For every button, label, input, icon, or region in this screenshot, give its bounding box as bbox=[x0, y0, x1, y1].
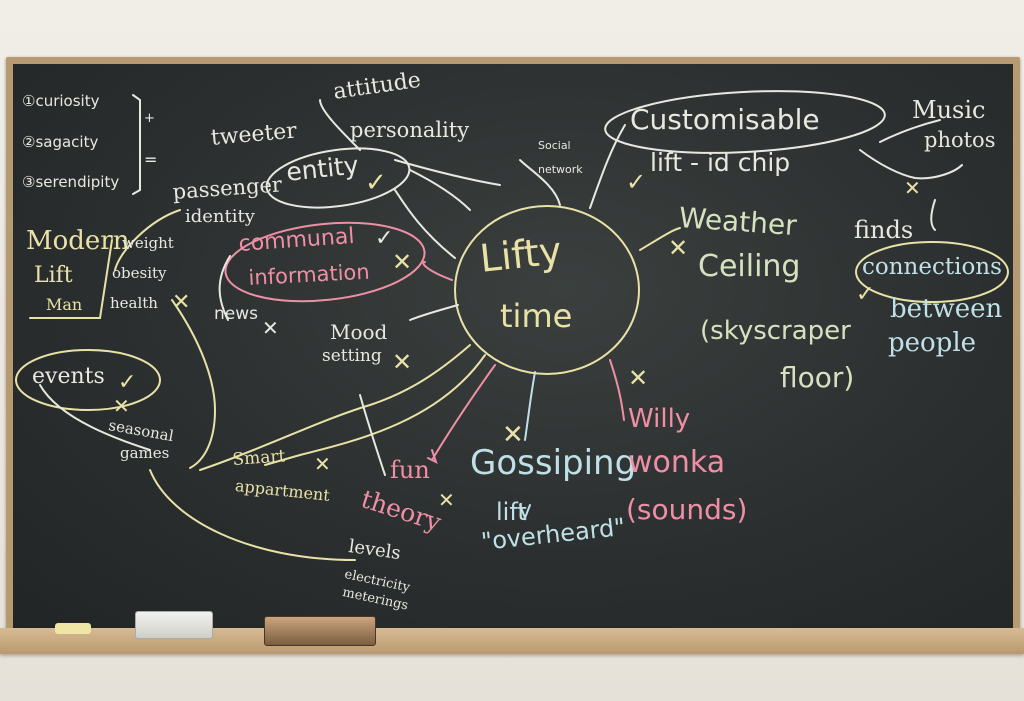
label-lift-id-chip: lift - id chip bbox=[650, 148, 791, 177]
list-item-sagacity: ②sagacity bbox=[22, 133, 99, 151]
list-plus: + bbox=[144, 111, 155, 126]
label-smart: Smart bbox=[231, 446, 286, 470]
label-obesity: obesity bbox=[112, 264, 167, 282]
cross-mark: ✕ bbox=[668, 234, 689, 262]
label-news: news bbox=[214, 304, 258, 324]
label-weight: weight bbox=[122, 234, 174, 252]
label-health: health bbox=[110, 294, 158, 312]
center-title-line2: time bbox=[500, 297, 573, 335]
label-skyscraper: (skyscraper bbox=[700, 316, 851, 346]
list-item-curiosity: ①curiosity bbox=[22, 92, 100, 110]
cross-mark: ✕ bbox=[113, 394, 130, 418]
label-events: events bbox=[32, 364, 105, 389]
label-network: network bbox=[538, 163, 583, 176]
label-gossip-lift: lift bbox=[496, 498, 527, 526]
list-item-serendipity: ③serendipity bbox=[22, 173, 120, 191]
label-personality: personality bbox=[350, 118, 470, 142]
check-mark: ✓ bbox=[118, 370, 137, 395]
chalk-stick[interactable] bbox=[55, 623, 91, 634]
label-people: people bbox=[888, 328, 977, 358]
chalkboard bbox=[13, 64, 1013, 630]
cross-mark: ✕ bbox=[502, 420, 524, 450]
list-equals: = bbox=[144, 150, 158, 169]
label-entity: entity bbox=[284, 150, 361, 187]
eraser-wood[interactable] bbox=[264, 616, 376, 646]
check-mark: ✓ bbox=[375, 226, 394, 251]
label-customisable: Customisable bbox=[630, 103, 820, 136]
label-photos: photos bbox=[924, 128, 996, 152]
center-title-line1: Lifty bbox=[477, 228, 564, 281]
label-wonka: wonka bbox=[628, 445, 726, 480]
cross-mark: ✕ bbox=[314, 452, 331, 476]
label-setting: setting bbox=[322, 346, 382, 366]
cross-mark: ✕ bbox=[904, 176, 921, 200]
center-circle bbox=[454, 205, 640, 375]
label-fun: fun bbox=[390, 456, 430, 484]
label-floor: floor) bbox=[780, 361, 855, 394]
label-modern: Modern bbox=[26, 226, 130, 256]
cross-mark: ✕ bbox=[438, 488, 455, 512]
check-mark: ✓ bbox=[626, 168, 647, 196]
label-games: games bbox=[120, 444, 170, 462]
label-between: between bbox=[890, 294, 1003, 324]
label-gossiping: Gossiping bbox=[470, 443, 637, 483]
label-sounds: (sounds) bbox=[626, 493, 748, 526]
cross-mark: ✕ bbox=[172, 290, 191, 315]
label-willy: Willy bbox=[628, 404, 691, 434]
check-mark: ✓ bbox=[856, 282, 875, 307]
cross-mark: ✕ bbox=[392, 348, 413, 376]
cross-mark: ✕ bbox=[392, 248, 413, 276]
label-man: Man bbox=[46, 295, 83, 314]
label-music: Music bbox=[912, 96, 986, 124]
label-lift: Lift bbox=[34, 263, 73, 288]
label-connections: connections bbox=[862, 254, 1002, 280]
label-social: Social bbox=[538, 139, 571, 152]
eraser-white[interactable] bbox=[135, 611, 213, 639]
cross-mark: ✕ bbox=[262, 316, 279, 340]
label-finds: finds bbox=[854, 216, 914, 244]
cross-mark: ✕ bbox=[628, 364, 649, 392]
label-ceiling: Ceiling bbox=[698, 249, 801, 284]
check-mark: ✓ bbox=[365, 168, 387, 198]
label-weather: Weather bbox=[677, 201, 798, 243]
label-mood: Mood bbox=[330, 320, 388, 344]
label-identity: identity bbox=[185, 206, 255, 227]
